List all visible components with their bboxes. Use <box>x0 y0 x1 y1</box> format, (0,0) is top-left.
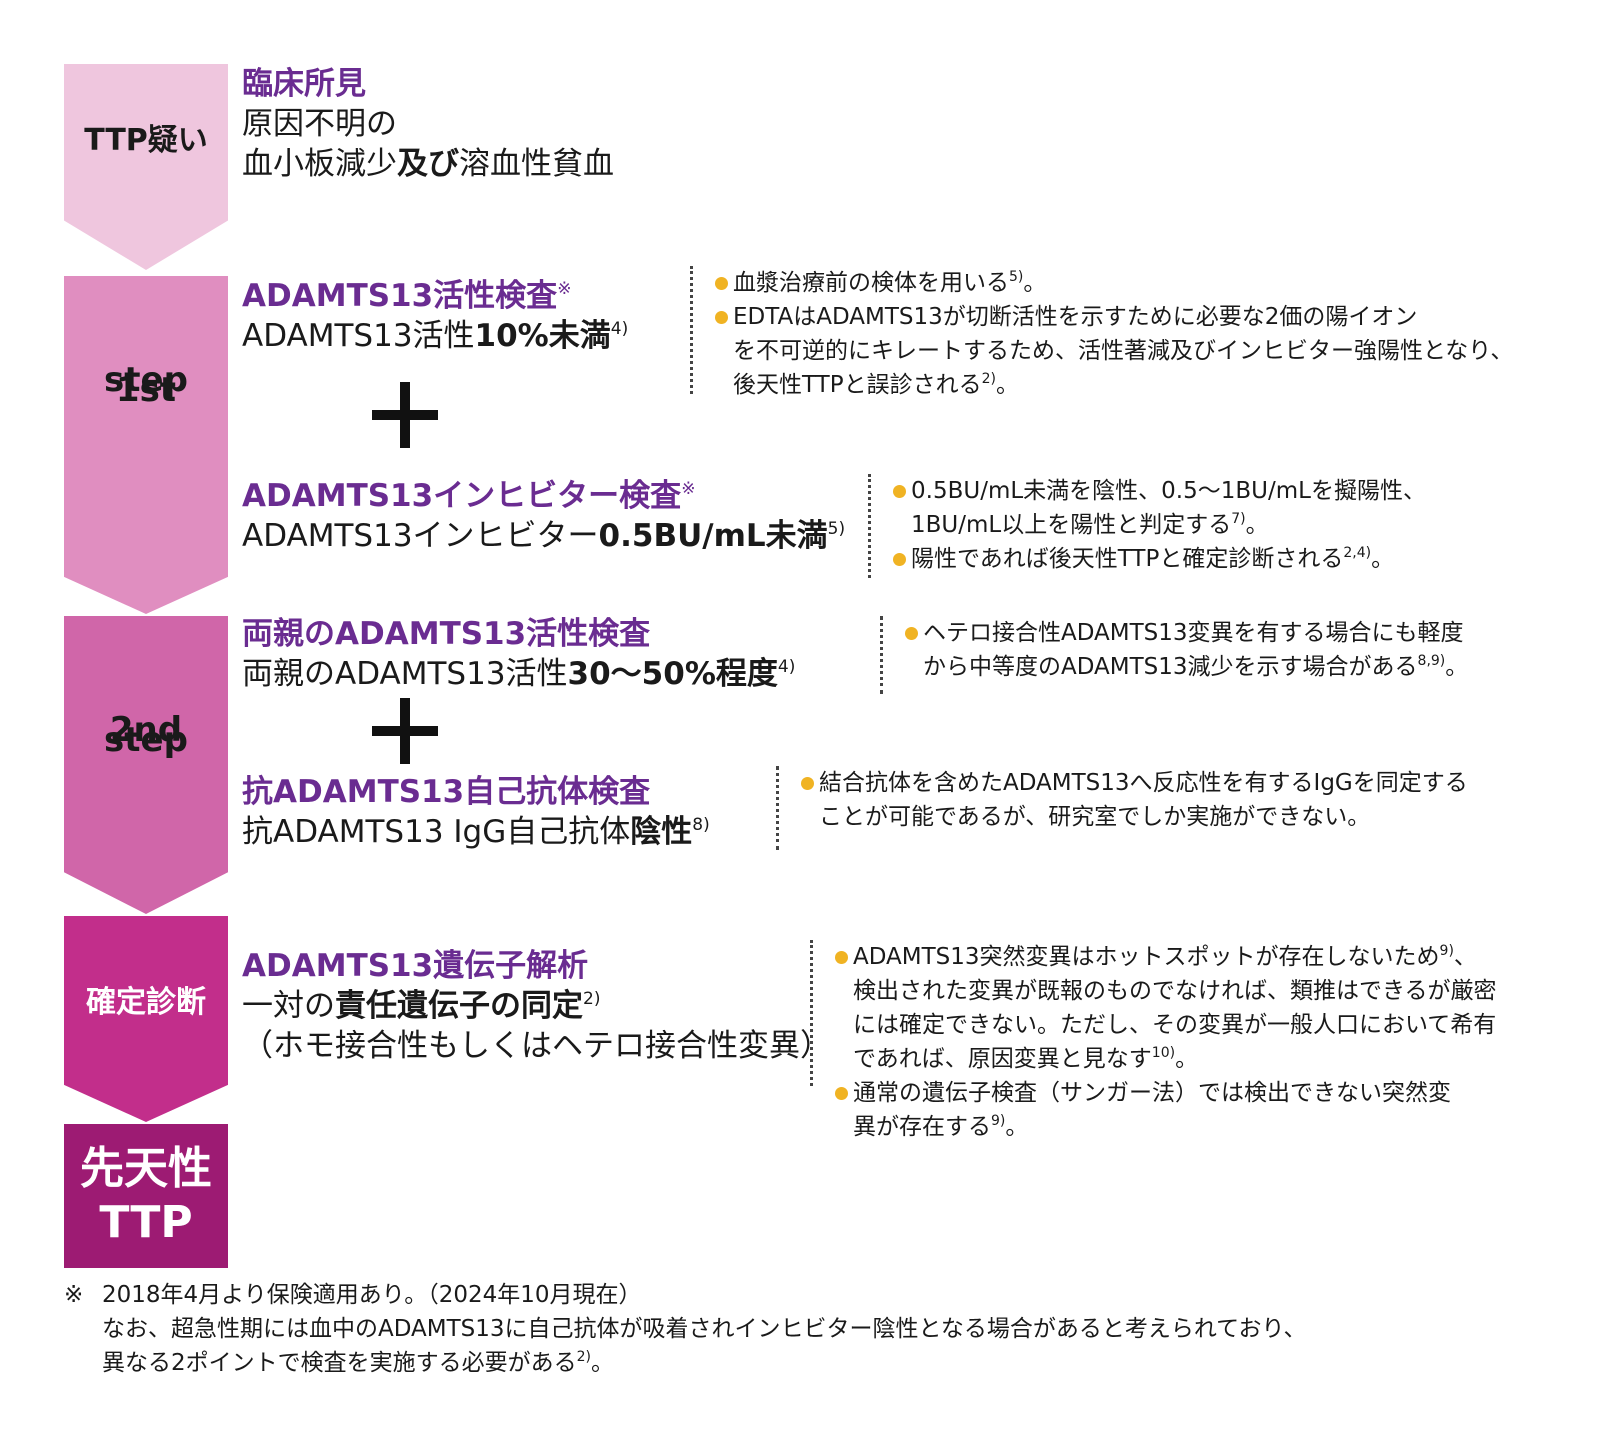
list-item: 通常の遺伝子検査（サンガー法）では検出できない突然変異が存在する9)。 <box>835 1076 1497 1144</box>
list-item: 結合抗体を含めたADAMTS13へ反応性を有するIgGを同定することが可能である… <box>801 766 1468 834</box>
list-item: ADAMTS13突然変異はホットスポットが存在しないため9)、検出された変異が既… <box>835 940 1497 1076</box>
clinical-title: 臨床所見 <box>242 66 366 102</box>
arrow-2nd-step: 2nd step <box>64 616 228 914</box>
footnote-line2: なお、超急性期には血中のADAMTS13に自己抗体が吸着されインヒビター陰性とな… <box>102 1316 1307 1342</box>
arrow-label-confirm: 確定診断 <box>86 985 206 1020</box>
list-item: EDTAはADAMTS13が切断活性を示すために必要な2価の陽イオンを不可逆的に… <box>715 300 1513 402</box>
clinical-findings-block: 臨床所見 原因不明の 血小板減少及び溶血性貧血 <box>242 64 614 184</box>
activity-test-block: ADAMTS13活性検査※ ADAMTS13活性10%未満4) <box>242 276 628 356</box>
result-label-line2: TTP <box>99 1197 193 1248</box>
list-item: ヘテロ接合性ADAMTS13変異を有する場合にも軽度から中等度のADAMTS13… <box>905 616 1468 684</box>
activity-criterion: ADAMTS13活性10%未満4) <box>242 318 629 354</box>
arrow-label-suspect: TTP疑い <box>84 123 208 158</box>
list-item: 血漿治療前の検体を用いる5)。 <box>715 266 1513 300</box>
autoantibody-title: 抗ADAMTS13自己抗体検査 <box>242 774 651 810</box>
parents-criterion: 両親のADAMTS13活性30～50%程度4) <box>242 656 796 692</box>
arrow-ttp-suspect: TTP疑い <box>64 64 228 270</box>
inhibitor-test-block: ADAMTS13インヒビター検査※ ADAMTS13インヒビター0.5BU/mL… <box>242 476 845 556</box>
result-label-line1: 先天性 <box>80 1143 212 1194</box>
parents-title: 両親のADAMTS13活性検査 <box>242 616 651 652</box>
plus-icon <box>372 698 438 764</box>
inhibitor-notes: 0.5BU/mL未満を陰性、0.5～1BU/mLを擬陽性、1BU/mL以上を陽性… <box>868 474 1426 578</box>
genetic-notes: ADAMTS13突然変異はホットスポットが存在しないため9)、検出された変異が既… <box>810 940 1497 1140</box>
inhibitor-title: ADAMTS13インヒビター検査※ <box>242 478 696 514</box>
autoantibody-notes: 結合抗体を含めたADAMTS13へ反応性を有するIgGを同定することが可能である… <box>776 766 1468 850</box>
footnote-line1: ※2018年4月より保険適用あり。（2024年10月現在） <box>64 1282 642 1308</box>
inhibitor-criterion: ADAMTS13インヒビター0.5BU/mL未満5) <box>242 518 846 554</box>
list-item: 0.5BU/mL未満を陰性、0.5～1BU/mLを擬陽性、1BU/mL以上を陽性… <box>893 474 1426 542</box>
activity-title: ADAMTS13活性検査※ <box>242 278 572 314</box>
clinical-line2: 血小板減少及び溶血性貧血 <box>242 146 614 182</box>
autoantibody-test-block: 抗ADAMTS13自己抗体検査 抗ADAMTS13 IgG自己抗体陰性8) <box>242 772 710 852</box>
genetic-line2: （ホモ接合性もしくはヘテロ接合性変異） <box>242 1028 831 1064</box>
plus-icon <box>372 382 438 448</box>
activity-notes: 血漿治療前の検体を用いる5)。 EDTAはADAMTS13が切断活性を示すために… <box>690 266 1513 398</box>
genetic-title: ADAMTS13遺伝子解析 <box>242 948 589 984</box>
parents-test-block: 両親のADAMTS13活性検査 両親のADAMTS13活性30～50%程度4) <box>242 614 795 694</box>
clinical-line1: 原因不明の <box>242 106 397 142</box>
list-item: 陽性であれば後天性TTPと確定診断される2,4)。 <box>893 542 1426 576</box>
box-congenital-ttp: 先天性 TTP <box>64 1124 228 1268</box>
autoantibody-criterion: 抗ADAMTS13 IgG自己抗体陰性8) <box>242 814 710 850</box>
arrow-label-step1: step <box>104 360 188 400</box>
arrow-label-1st: 1st <box>115 370 177 410</box>
genetic-analysis-block: ADAMTS13遺伝子解析 一対の責任遺伝子の同定2) （ホモ接合性もしくはヘテ… <box>242 946 831 1066</box>
genetic-line1: 一対の責任遺伝子の同定2) <box>242 988 601 1024</box>
parents-notes: ヘテロ接合性ADAMTS13変異を有する場合にも軽度から中等度のADAMTS13… <box>880 616 1468 694</box>
arrow-label-2nd: 2nd <box>109 710 183 750</box>
footnote-line3: 異なる2ポイントで検査を実施する必要がある2)。 <box>102 1349 615 1376</box>
footnote: ※2018年4月より保険適用あり。（2024年10月現在） なお、超急性期には血… <box>64 1278 1307 1380</box>
arrow-1st-step: 1st step <box>64 276 228 614</box>
arrow-label-step2: step <box>104 720 188 760</box>
arrow-confirm-diagnosis: 確定診断 <box>64 916 228 1122</box>
